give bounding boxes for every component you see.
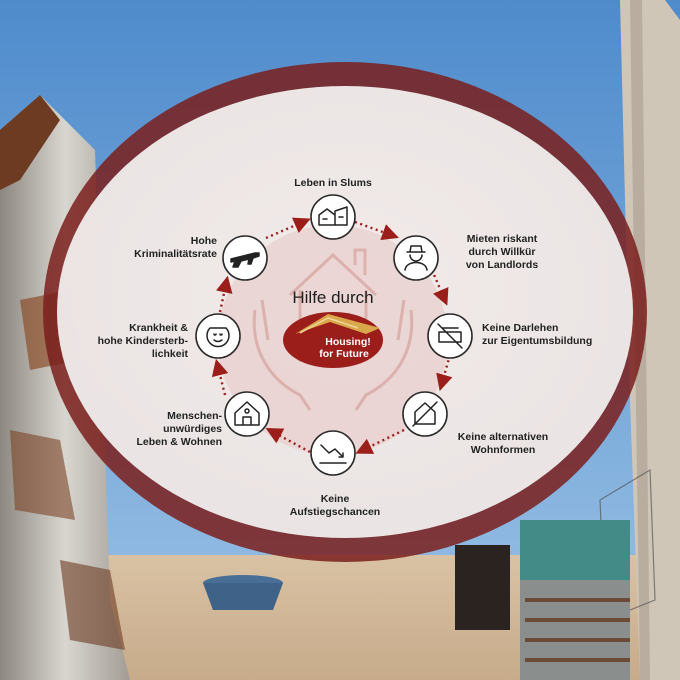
no-money-icon bbox=[437, 323, 463, 349]
node-circle-menschen bbox=[224, 391, 270, 437]
label-mieten-riskant: Mieten riskant durch Willkür von Landlor… bbox=[465, 233, 539, 271]
node-circle-aufstieg bbox=[310, 430, 356, 476]
node-slums bbox=[310, 194, 356, 240]
node-darlehen bbox=[427, 313, 473, 359]
label-keine-alternativen-wohnformen: Keine alternativen Wohnformen bbox=[457, 431, 549, 456]
node-wohnformen bbox=[402, 391, 448, 437]
logo-text-line1: Housing! bbox=[325, 336, 371, 348]
wash-tub bbox=[203, 575, 283, 610]
cycle-arrows bbox=[211, 217, 453, 454]
node-aufstieg bbox=[310, 430, 356, 476]
shacks-icon bbox=[318, 206, 348, 226]
node-mieten bbox=[393, 235, 439, 281]
baby-icon bbox=[206, 327, 230, 348]
no-house-icon bbox=[412, 401, 438, 427]
label-leben-in-slums: Leben in Slums bbox=[294, 177, 372, 189]
node-circle-slums bbox=[310, 194, 356, 240]
poor-house-icon bbox=[234, 401, 260, 426]
node-kriminalitaet bbox=[222, 235, 268, 281]
node-krankheit bbox=[195, 313, 241, 359]
node-menschen bbox=[224, 391, 270, 437]
label-keine-darlehen: Keine Darlehen zur Eigentumsbildung bbox=[482, 322, 593, 347]
shack-right bbox=[455, 520, 630, 680]
downtrend-icon bbox=[319, 444, 347, 464]
label-krankheit: Krankheit & hohe Kindersterb- lichkeit bbox=[97, 322, 188, 360]
label-menschenunwuerdiges-leben: Menschen- unwürdiges Leben & Wohnen bbox=[136, 410, 222, 448]
housing-for-future-logo: Housing! for Future bbox=[283, 312, 383, 368]
label-hohe-kriminalitaetsrate: Hohe Kriminalitätsrate bbox=[134, 235, 217, 260]
logo-text-line2: for Future bbox=[319, 348, 369, 360]
center-title: Hilfe durch bbox=[292, 288, 374, 307]
node-circle-krankheit bbox=[195, 313, 241, 359]
node-circle-mieten bbox=[393, 235, 439, 281]
rifle-icon bbox=[230, 252, 260, 268]
label-keine-aufstiegschancen: Keine Aufstiegschancen bbox=[289, 493, 381, 518]
landlord-icon bbox=[404, 245, 428, 271]
